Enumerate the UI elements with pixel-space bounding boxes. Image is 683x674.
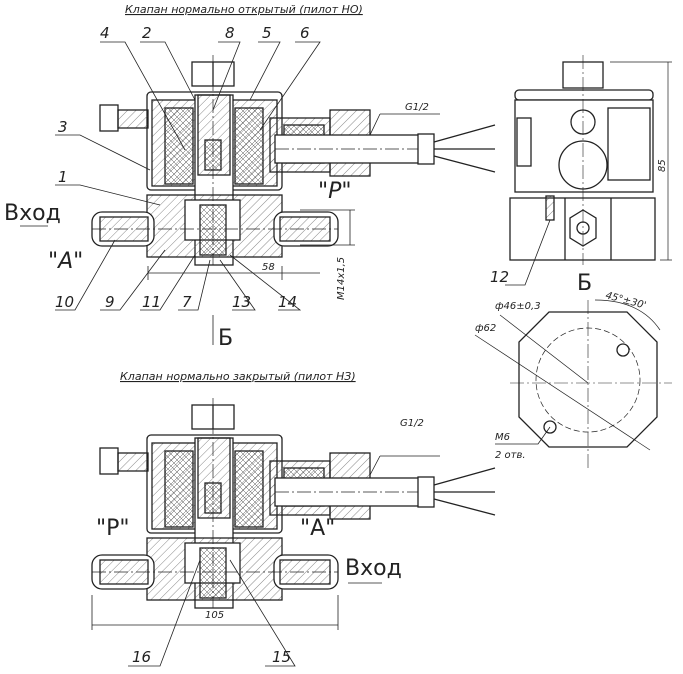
top-port-a: "А"	[48, 249, 83, 274]
dim-angle: 45°±30'	[604, 290, 647, 311]
bottom-port-p: "Р"	[96, 516, 130, 541]
callout-8: 8	[225, 24, 235, 42]
bottom-inlet-label: Вход	[345, 556, 402, 581]
hole-count: 2 отв.	[495, 450, 526, 461]
dim-outer: ф62	[475, 323, 496, 334]
section-mark-b: Б	[218, 326, 233, 351]
callout-3: 3	[58, 118, 68, 136]
callout-14: 14	[278, 293, 297, 311]
side-view	[505, 55, 672, 286]
callout-15: 15	[272, 648, 291, 666]
view-label-b: Б	[577, 271, 592, 296]
dim-85: 85	[657, 159, 668, 172]
callout-10: 10	[55, 293, 74, 311]
bottom-valve-section	[91, 397, 496, 609]
dim-58: 58	[262, 262, 275, 273]
top-valve-section	[91, 54, 496, 266]
dim-m14: M14x1,5	[336, 257, 347, 300]
top-leader-lines	[20, 41, 440, 345]
top-port-p: "Р"	[318, 179, 352, 204]
callout-2: 2	[142, 24, 152, 42]
callout-13: 13	[232, 293, 251, 311]
hole-label: M6	[495, 432, 510, 443]
callout-4: 4	[100, 24, 110, 42]
bottom-view-title: Клапан нормально закрытый (пилот НЗ)	[120, 370, 356, 383]
flange-view	[474, 299, 672, 470]
callout-5: 5	[262, 24, 272, 42]
top-callouts: 4 2 8 5 6 3 1 10 9 11 7 13 14	[55, 24, 310, 311]
bottom-leader-lines	[91, 455, 440, 667]
callout-11: 11	[142, 293, 161, 311]
top-view-title: Клапан нормально открытый (пилот НО)	[125, 3, 363, 16]
callout-12: 12	[490, 268, 509, 286]
callout-7: 7	[182, 293, 192, 311]
callout-16: 16	[132, 648, 151, 666]
dim-pcd: ф46±0,3	[495, 301, 541, 312]
bottom-port-a: "А"	[300, 516, 335, 541]
callout-6: 6	[300, 24, 310, 42]
callout-9: 9	[105, 293, 115, 311]
bottom-thread-label: G1/2	[400, 418, 424, 429]
top-thread-label: G1/2	[405, 102, 429, 113]
callout-1: 1	[58, 168, 68, 186]
dim-105: 105	[205, 610, 224, 621]
top-inlet-label: Вход	[4, 201, 61, 226]
